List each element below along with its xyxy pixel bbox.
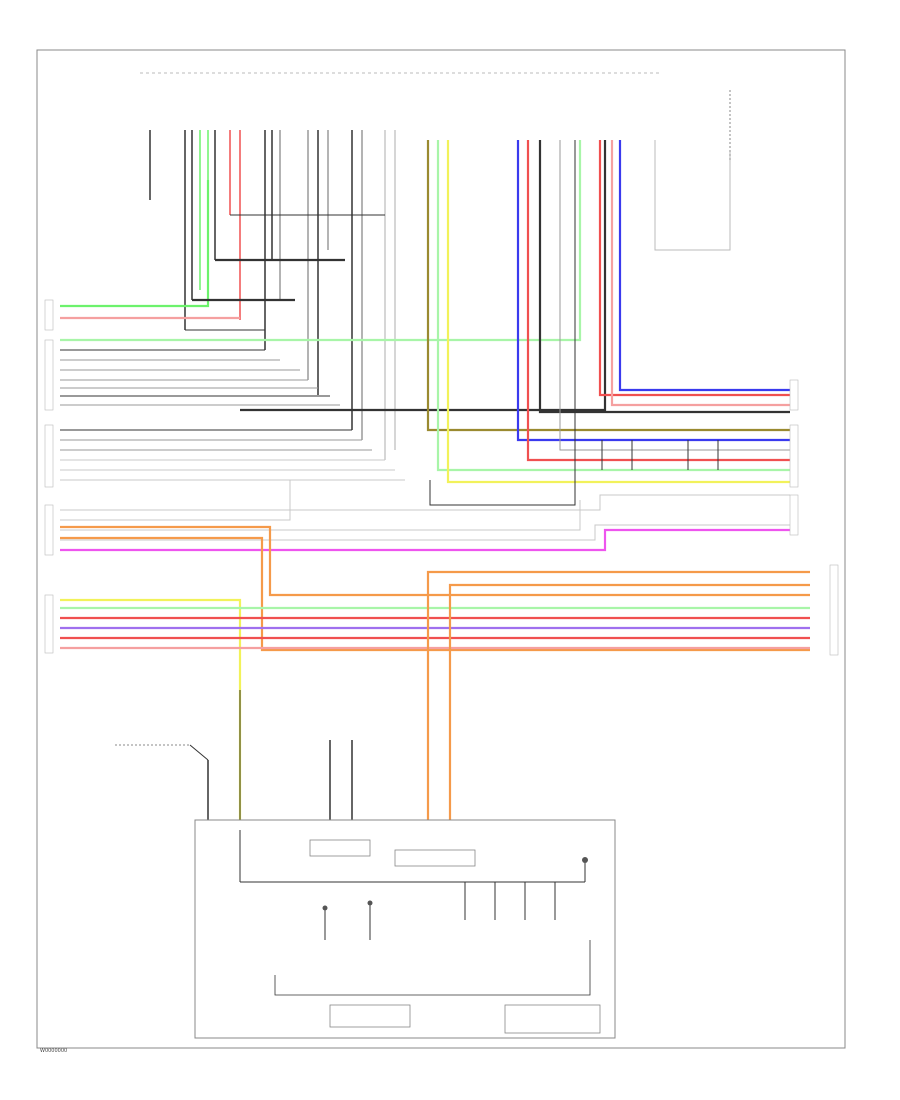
bottom-module-box [194,819,616,1039]
lower-left-connectors [115,690,353,820]
left-harness-wires [60,140,607,481]
diagram-border [36,49,846,1049]
figure-id: W0000000 [40,1048,67,1054]
center-trunk-wires [426,140,790,506]
right-splices [601,440,719,470]
middle-gray-wires [60,480,790,552]
bottom-module-internals [239,830,601,1034]
orange-bus-wires [60,525,810,820]
right-connector-markers [789,379,839,656]
left-connector-markers [44,299,54,654]
upper-right-wires [654,90,731,251]
